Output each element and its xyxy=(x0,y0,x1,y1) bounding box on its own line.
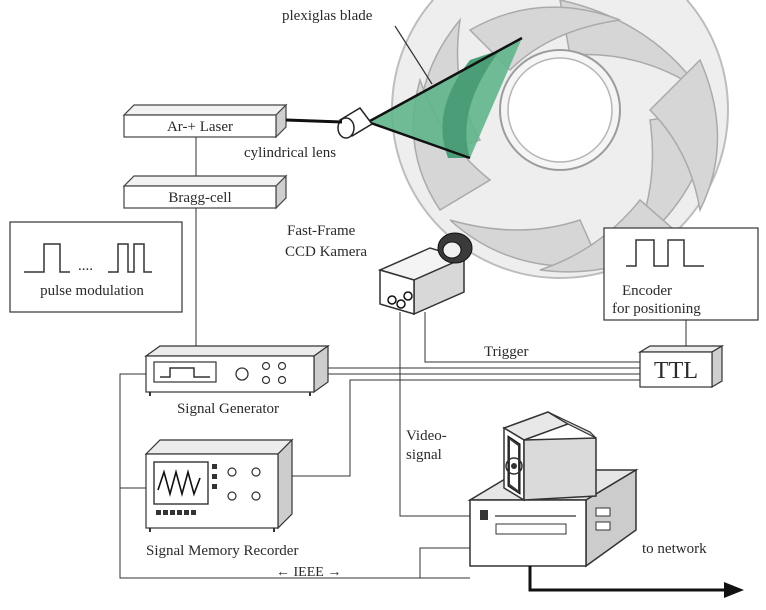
plexiglas-blade-label: plexiglas blade xyxy=(282,8,373,24)
impeller xyxy=(391,0,729,279)
laser-box: Ar-+ Laser xyxy=(122,103,288,139)
ttl-label: TTL xyxy=(654,358,698,384)
bragg-cell-label: Bragg-cell xyxy=(168,190,231,206)
bragg-cell-box: Bragg-cell xyxy=(122,174,288,210)
ccd-camera xyxy=(377,232,473,316)
cylindrical-lens xyxy=(337,107,374,139)
video-signal-label-line2: signal xyxy=(406,447,442,463)
signal-generator xyxy=(144,344,330,396)
video-signal-label-line1: Video- xyxy=(406,428,447,444)
ieee-label: ← IEEE → xyxy=(276,565,341,580)
to-network-label: to network xyxy=(642,541,707,557)
computer xyxy=(467,411,639,568)
pulse-modulation-box: .... pulse modulation xyxy=(9,221,183,313)
camera-label-line1: Fast-Frame xyxy=(287,223,356,239)
cylindrical-lens-label: cylindrical lens xyxy=(244,145,336,161)
ttl-box: TTL xyxy=(637,344,725,389)
pulse-modulation-label: pulse modulation xyxy=(40,283,144,299)
signal-memory-recorder xyxy=(144,438,294,532)
encoder-box: Encoder for positioning xyxy=(603,227,759,321)
trigger-label: Trigger xyxy=(484,344,528,360)
signal-generator-label: Signal Generator xyxy=(177,401,279,417)
light-sheet xyxy=(367,36,523,160)
encoder-label-line2: for positioning xyxy=(612,301,701,317)
laser-label: Ar-+ Laser xyxy=(167,119,233,135)
encoder-label-line1: Encoder xyxy=(622,283,672,299)
signal-memory-recorder-label: Signal Memory Recorder xyxy=(146,543,298,559)
pulse-dots: .... xyxy=(78,258,93,274)
camera-label-line2: CCD Kamera xyxy=(285,244,367,260)
